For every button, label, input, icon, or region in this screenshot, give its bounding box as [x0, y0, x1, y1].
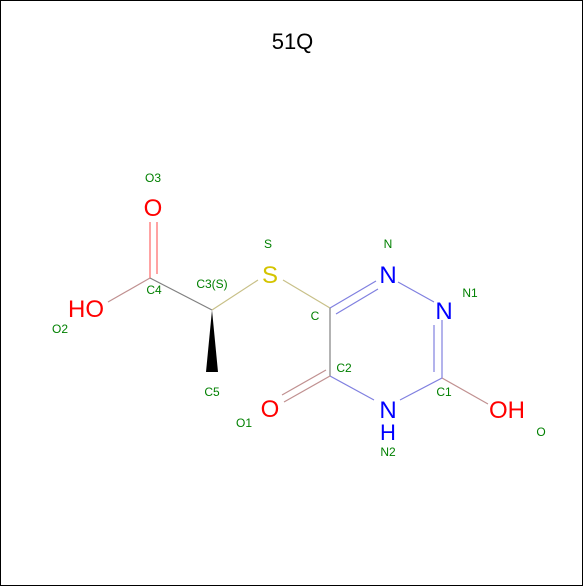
bond-c3-s: [211, 279, 259, 311]
label-c2: C2: [336, 361, 352, 375]
atom-o-oh: OH: [489, 397, 525, 424]
label-o1: O1: [236, 416, 252, 430]
atom-n: N: [379, 262, 396, 289]
atom-symbol-layer: O HO S N N N H O OH: [68, 195, 525, 445]
bond-c4-c3: [149, 277, 213, 311]
atom-o2-ho: HO: [68, 296, 104, 323]
atom-n2: N: [379, 397, 396, 424]
molecule-title: 51Q: [271, 29, 314, 54]
bond-c-n-b: [335, 288, 379, 315]
atom-s: S: [262, 262, 278, 289]
atom-o3: O: [144, 195, 163, 222]
label-n1: N1: [462, 286, 478, 300]
label-o3: O3: [145, 171, 161, 185]
bond-c1-n2: [399, 377, 443, 401]
label-c: C: [311, 309, 320, 323]
bond-c2-o1-a: [283, 375, 331, 403]
bond-s-c: [282, 279, 331, 309]
label-n: N: [384, 237, 393, 251]
stereo-wedge-c3-c5: [206, 310, 218, 372]
atom-label-layer: O3 S N N1 C4 C3(S) C O2 C2 C5 C1 O1 N2 O: [52, 171, 546, 459]
bond-c1-o: [441, 377, 489, 405]
label-o: O: [536, 425, 545, 439]
bond-n-n1: [397, 281, 435, 303]
label-c4: C4: [146, 283, 162, 297]
bond-c2-o1-b: [281, 369, 327, 396]
label-c3: C3(S): [196, 277, 227, 291]
bond-n2-c2: [329, 375, 375, 401]
label-o2: O2: [52, 322, 68, 336]
label-s: S: [264, 237, 272, 251]
atom-o1: O: [261, 396, 280, 423]
bond-c4-o2: [107, 277, 151, 303]
label-c5: C5: [204, 385, 220, 399]
bond-layer: [107, 222, 489, 405]
bond-c-n-a: [329, 280, 377, 309]
atom-n2-hydrogen: H: [380, 420, 396, 445]
label-c1: C1: [436, 385, 452, 399]
label-n2: N2: [380, 445, 396, 459]
atom-n1: N: [435, 298, 452, 325]
